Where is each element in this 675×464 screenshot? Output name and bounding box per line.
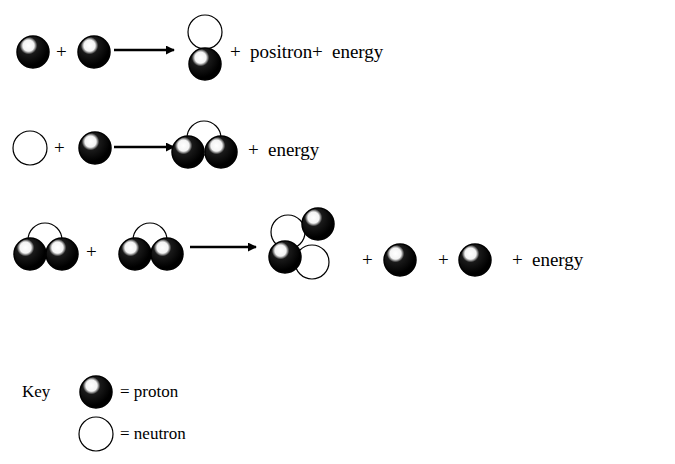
legend-proton-sample [80, 376, 112, 408]
proton [46, 238, 78, 270]
proton [79, 132, 111, 164]
proton [172, 136, 204, 168]
legend-text: = neutron [120, 424, 186, 443]
neutron [188, 15, 222, 49]
equation-text: energy [268, 139, 319, 161]
proton [302, 208, 334, 240]
proton [151, 238, 183, 270]
equation-text: + [248, 139, 259, 161]
proton [269, 241, 301, 273]
equation-text: + [512, 249, 523, 271]
legend-neutron-sample [79, 417, 113, 451]
equation-text: positron [250, 41, 312, 63]
equation-text: + [438, 249, 449, 271]
equation-text: + [312, 41, 323, 63]
proton [459, 244, 491, 276]
equation-text: + [56, 41, 67, 63]
equation-text: + [54, 137, 65, 159]
proton [189, 48, 221, 80]
key-heading: Key [22, 381, 50, 403]
legend-text: = proton [120, 382, 178, 401]
equation-text: + [362, 249, 373, 271]
proton [17, 36, 49, 68]
proton [205, 136, 237, 168]
reaction-arrow [114, 49, 174, 52]
equation-text: + [86, 241, 97, 263]
reaction-arrow [190, 246, 256, 249]
equation-text: energy [532, 249, 583, 271]
legend-entry: = neutron [120, 423, 186, 445]
proton [14, 238, 46, 270]
proton [119, 238, 151, 270]
proton [384, 244, 416, 276]
proton [78, 36, 110, 68]
reaction-arrow [114, 146, 174, 149]
legend-entry: = proton [120, 381, 178, 403]
equation-text: energy [332, 41, 383, 63]
neutron [13, 131, 47, 165]
equation-text: + [230, 41, 241, 63]
